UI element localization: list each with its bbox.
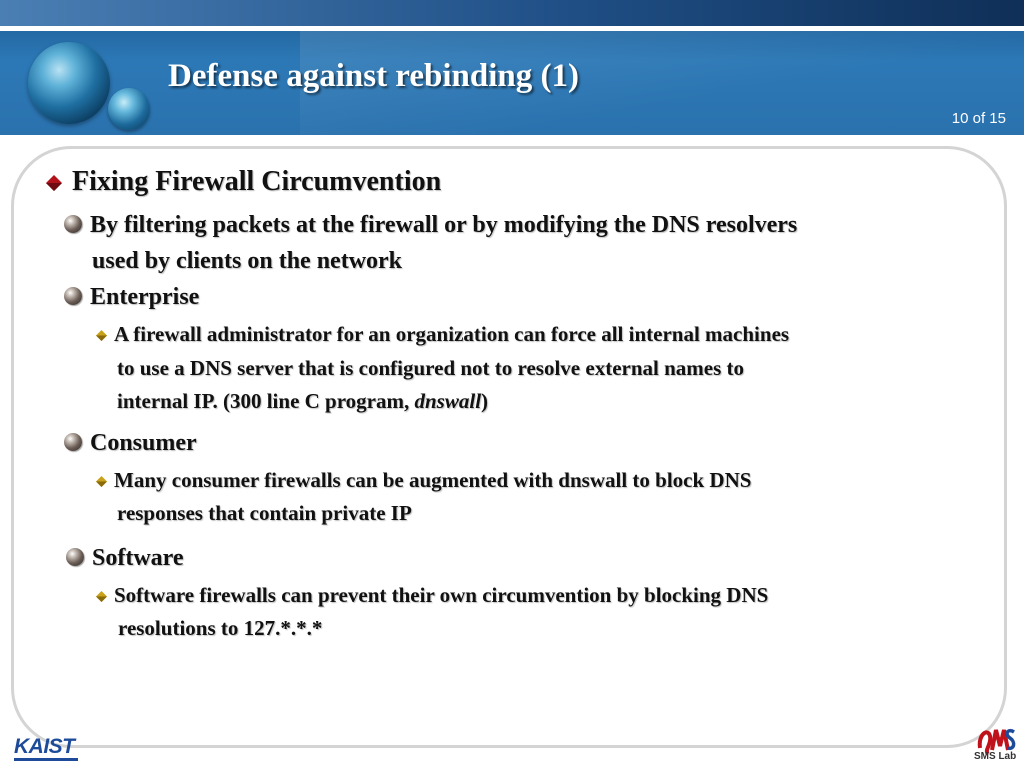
red-diamond-icon [46,175,62,191]
enterprise-continuation-1: to use a DNS server that is configured n… [117,356,744,381]
heading-text: Fixing Firewall Circumvention [72,166,442,197]
brown-ball-icon [64,433,82,451]
brown-ball-icon [64,215,82,233]
enterprise-line-2: to use a DNS server that is configured n… [117,356,745,380]
consumer-label: Consumer [90,430,197,456]
software-continuation: resolutions to 127.*.*.* [118,616,322,641]
heading-fixing-firewall: Fixing Firewall Circumvention [46,166,441,198]
header-sheen [300,31,1024,135]
enterprise-line-1: A firewall administrator for an organiza… [114,322,790,346]
software-detail: Software firewalls can prevent their own… [96,583,768,608]
small-red-diamond-icon [96,476,107,487]
brown-ball-icon [66,548,84,566]
content-frame [11,146,1007,748]
enterprise-label: Enterprise [90,284,200,310]
software-label: Software [92,545,184,571]
consumer-detail: Many consumer firewalls can be augmented… [96,468,751,493]
consumer-continuation: responses that contain private IP [117,501,412,526]
kaist-logo: KAIST [14,735,75,758]
kaist-logo-underline [14,758,78,761]
page-number: 10 of 15 [951,110,1006,127]
small-red-diamond-icon [96,591,107,602]
consumer-line-1: Many consumer firewalls can be augmented… [114,468,752,492]
slide-title: Defense against rebinding (1) [168,58,579,94]
enterprise-detail: A firewall administrator for an organiza… [96,322,789,347]
sms-lab-logo-icon [977,728,1016,756]
enterprise-line-3-italic: dnswall [414,389,482,413]
enterprise-continuation-2: internal IP. (300 line C program, dnswal… [117,389,488,414]
slide-header: Defense against rebinding (1) 10 of 15 [0,0,1024,135]
enterprise-line-3-suffix: ) [481,389,489,413]
intro-bullet: By filtering packets at the firewall or … [64,212,797,239]
software-line-2: resolutions to 127.*.*.* [118,616,323,640]
intro-continuation: used by clients on the network [92,248,402,275]
software-line-1: Software firewalls can prevent their own… [114,583,769,607]
consumer-bullet: Consumer [64,430,197,457]
header-divider [0,26,1024,31]
intro-line-1: By filtering packets at the firewall or … [90,212,798,238]
enterprise-bullet: Enterprise [64,284,199,311]
sms-lab-label: SMS Lab [974,751,1017,762]
globe-icon [28,42,110,124]
header-top-band [0,0,1024,26]
software-bullet: Software [66,545,184,572]
brown-ball-icon [64,287,82,305]
consumer-line-2: responses that contain private IP [117,501,412,525]
small-globe-icon [108,88,150,130]
small-red-diamond-icon [96,330,107,341]
enterprise-line-3-prefix: internal IP. (300 line C program, [117,389,415,413]
intro-line-2: used by clients on the network [92,248,403,274]
